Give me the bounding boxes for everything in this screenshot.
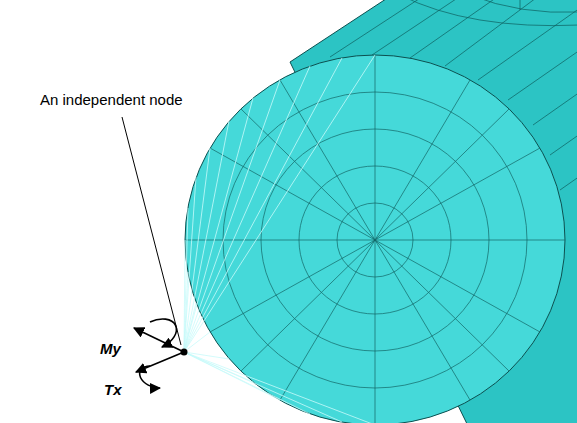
moment-label: My [100,340,121,357]
rigid-element-lines [184,55,375,423]
callout-label: An independent node [40,91,183,108]
independent-node-dot [181,349,188,356]
face-mesh [185,55,565,423]
leader-line [122,117,181,345]
torque-label: Tx [104,381,122,398]
load-arrows [134,319,184,388]
end-face [185,55,565,423]
